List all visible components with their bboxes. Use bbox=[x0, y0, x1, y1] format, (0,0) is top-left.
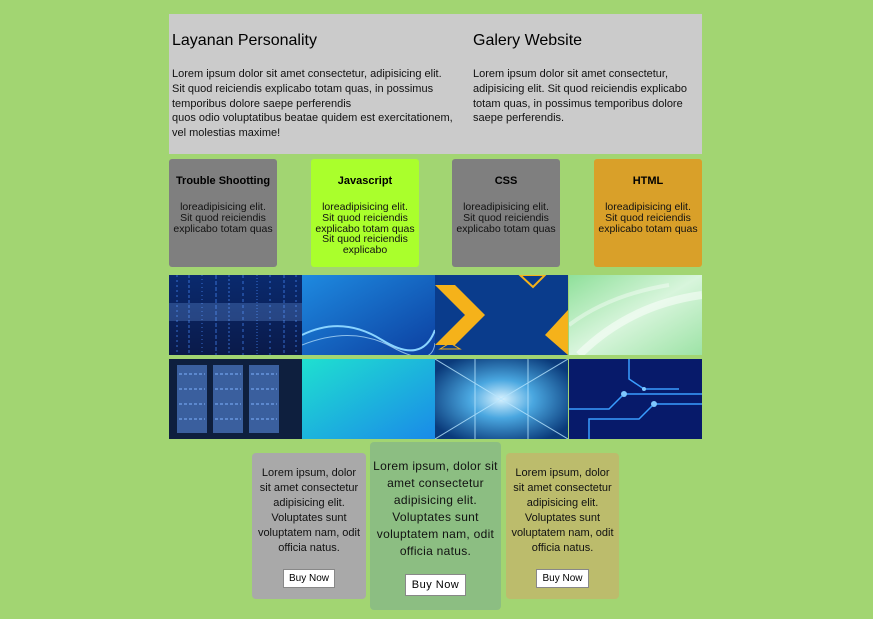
service-card-text: loreadipisicing elit. Sit quod reiciendi… bbox=[456, 201, 556, 235]
service-card-title: Trouble Shootting bbox=[175, 175, 271, 187]
buy-now-button[interactable]: Buy Now bbox=[404, 574, 467, 596]
galery-paragraph: Lorem ipsum dolor sit amet consectetur, … bbox=[473, 68, 688, 125]
service-card-text: loreadipisicing elit. Sit quod reiciendi… bbox=[315, 201, 415, 257]
tech-image-data-center bbox=[435, 359, 568, 439]
service-card-text: loreadipisicing elit. Sit quod reiciendi… bbox=[598, 201, 698, 235]
header-section: Layanan Personality Lorem ipsum dolor si… bbox=[169, 14, 702, 154]
service-card-title: CSS bbox=[494, 175, 518, 187]
layanan-line-3: quos odio voluptatibus beatae quidem est… bbox=[172, 112, 453, 140]
service-card-title: Javascript bbox=[337, 175, 393, 187]
layanan-column: Layanan Personality Lorem ipsum dolor si… bbox=[172, 32, 468, 141]
pricing-card-2-featured: Lorem ipsum, dolor sit amet consectetur … bbox=[370, 442, 501, 610]
pricing-card-text: Lorem ipsum, dolor sit amet consectetur … bbox=[257, 467, 361, 554]
service-card-javascript: Javascript loreadipisicing elit. Sit quo… bbox=[311, 159, 419, 267]
layanan-line-2: Sit quod reiciendis explicabo totam quas… bbox=[172, 82, 434, 110]
galery-column: Galery Website Lorem ipsum dolor sit ame… bbox=[473, 32, 695, 126]
galery-title: Galery Website bbox=[473, 32, 583, 49]
tech-image-yellow-arrow bbox=[435, 275, 568, 355]
service-card-title: HTML bbox=[632, 175, 664, 187]
pricing-card-text: Lorem ipsum, dolor sit amet consectetur … bbox=[511, 467, 614, 554]
service-card-css: CSS loreadipisicing elit. Sit quod reici… bbox=[452, 159, 560, 267]
tech-image-cyan-gradient bbox=[302, 359, 435, 439]
service-card-html: HTML loreadipisicing elit. Sit quod reic… bbox=[594, 159, 702, 267]
service-card-trouble-shooting: Trouble Shootting loreadipisicing elit. … bbox=[169, 159, 277, 267]
tech-image-blue-wave bbox=[302, 275, 435, 355]
tech-image-green-swirl bbox=[569, 275, 702, 355]
service-card-text: loreadipisicing elit. Sit quod reiciendi… bbox=[173, 201, 273, 235]
pricing-card-text: Lorem ipsum, dolor sit amet consectetur … bbox=[373, 459, 498, 558]
pricing-card-3: Lorem ipsum, dolor sit amet consectetur … bbox=[506, 453, 619, 599]
buy-now-button[interactable]: Buy Now bbox=[536, 569, 589, 588]
buy-now-button[interactable]: Buy Now bbox=[282, 569, 335, 588]
tech-image-server-rack bbox=[169, 359, 302, 439]
tech-image-circuit-board bbox=[569, 359, 702, 439]
layanan-title: Layanan Personality bbox=[172, 32, 317, 49]
image-gallery bbox=[169, 275, 702, 439]
layanan-paragraph: Lorem ipsum dolor sit amet consectetur, … bbox=[172, 67, 468, 141]
layanan-line-1: Lorem ipsum dolor sit amet consectetur, … bbox=[172, 68, 442, 80]
tech-image-binary-code bbox=[169, 275, 302, 355]
pricing-card-1: Lorem ipsum, dolor sit amet consectetur … bbox=[252, 453, 366, 599]
